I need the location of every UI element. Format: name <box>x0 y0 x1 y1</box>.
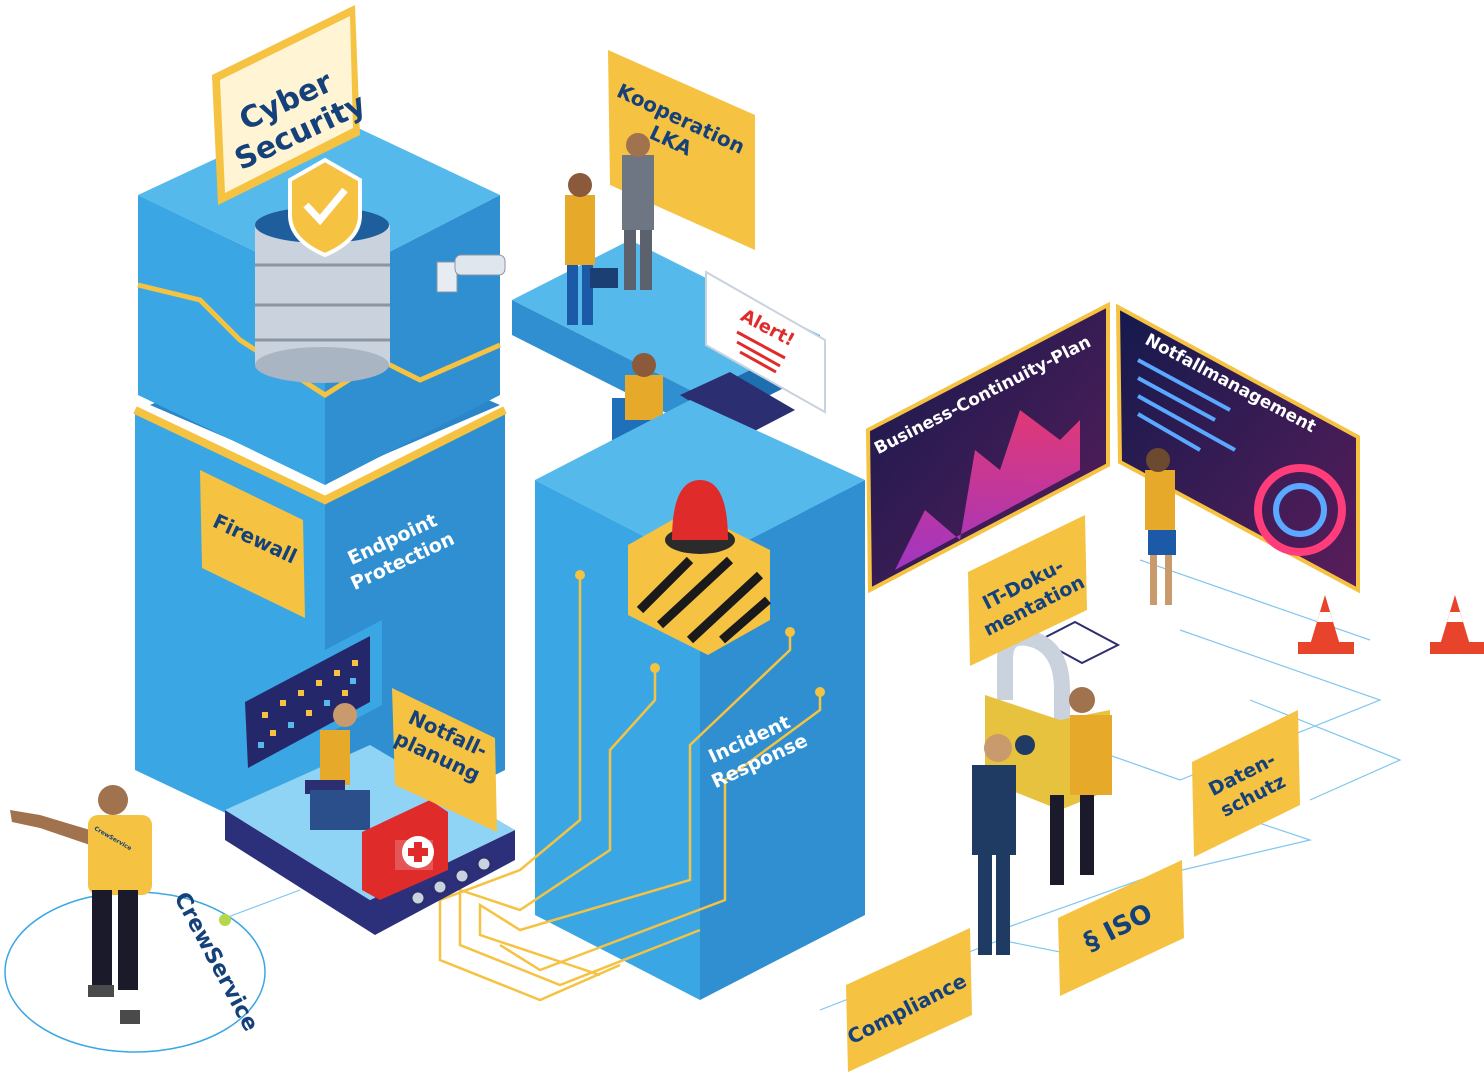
manager-figure <box>1145 448 1176 605</box>
crewservice-guide <box>10 785 152 1024</box>
notfallmanagement-panel <box>1115 303 1360 594</box>
firewall-sign <box>200 470 305 618</box>
connector-knobs <box>409 855 493 907</box>
alert-monitor <box>705 270 826 414</box>
crewservice-label: CrewService <box>169 888 263 1035</box>
notfallplanung-sign <box>392 688 497 832</box>
shield-check-icon <box>288 157 362 258</box>
datenschutz-sign <box>1192 710 1300 857</box>
first-aid-kit-icon <box>362 800 448 900</box>
hazard-box <box>628 510 771 655</box>
planning-operator <box>305 703 370 830</box>
clipboard-icon <box>1037 620 1121 665</box>
traffic-cone-icon <box>1430 595 1484 654</box>
cyber-security-sign <box>212 5 360 205</box>
bcp-panel <box>865 301 1110 594</box>
compliance-sign <box>846 928 972 1072</box>
security-camera-icon <box>436 254 506 293</box>
lock-carrier-figures <box>972 687 1112 955</box>
it-doku-sign <box>968 515 1087 666</box>
traffic-cone-icon <box>1298 595 1354 654</box>
handshake-people <box>565 133 654 325</box>
data-grid-screen <box>230 620 382 785</box>
ring-node <box>219 914 231 926</box>
circuit-nodes <box>575 570 825 697</box>
iso-sign <box>1058 860 1184 996</box>
red-siren-icon <box>665 480 735 554</box>
